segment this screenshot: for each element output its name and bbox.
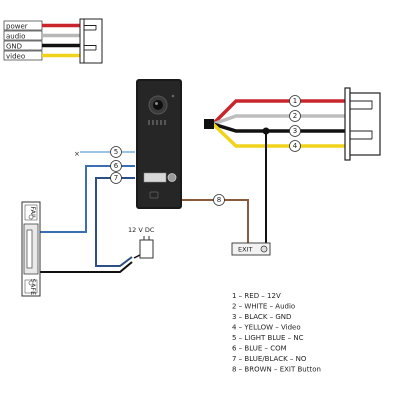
brown-exit-wire (181, 199, 249, 249)
gnd-junction (262, 127, 270, 135)
wire-number-1: 1 (293, 97, 297, 105)
gnd-to-exit-wire (262, 127, 270, 249)
legend-connector (79, 18, 103, 64)
exit-push-icon (260, 245, 268, 253)
monitor-connector (344, 87, 381, 161)
name-plate (143, 172, 167, 183)
lock-safe-label: SAFE (29, 279, 37, 296)
legend-line-7: 7 – BLUE/BLACK – NO (232, 355, 307, 363)
legend-line-2: 2 – WHITE – Audio (232, 303, 295, 311)
legend-line-1: 1 – RED – 12V (232, 292, 281, 300)
wire-number-8: 8 (217, 196, 221, 204)
wire-number-7: 7 (114, 174, 118, 182)
nc-unconnected-mark: × (74, 150, 80, 158)
cable-clamp (204, 119, 214, 129)
exit-button: EXIT (231, 242, 271, 256)
legend-line-8: 8 – BROWN – EXIT Button (232, 366, 321, 374)
power-supply-12v: 12 V DC (128, 226, 155, 259)
rfid-icon (149, 191, 159, 199)
wire-number-5: 5 (114, 148, 118, 156)
legend-line-4: 4 – YELLOW – Video (232, 324, 301, 332)
legend-line-6: 6 – BLUE – COM (232, 345, 287, 353)
legend-gnd-label: GND (6, 43, 22, 51)
lock-fail-label: FAIL (29, 206, 37, 220)
electric-lock: FAIL SAFE (21, 201, 41, 297)
wire-number-3: 3 (293, 127, 297, 135)
wire-number-markers: 1 2 3 4 5 6 7 8 (110, 95, 301, 206)
power-supply-label: 12 V DC (128, 226, 155, 234)
wire-number-6: 6 (114, 162, 119, 170)
legend-line-5: 5 – LIGHT BLUE – NC (232, 334, 304, 342)
wire-number-4: 4 (293, 142, 298, 150)
door-station (136, 79, 182, 209)
call-button[interactable] (167, 173, 177, 182)
main-cable-wires (204, 99, 345, 148)
exit-button-label: EXIT (238, 246, 252, 254)
legend-power-label: power (6, 23, 28, 31)
top-color-legend: power audio GND video (3, 18, 103, 64)
wire-number-2: 2 (293, 112, 297, 120)
legend-line-3: 3 – BLACK – GND (232, 313, 291, 321)
wire-legend: 1 – RED – 12V 2 – WHITE – Audio 3 – BLAC… (232, 292, 321, 374)
legend-video-label: video (6, 53, 25, 61)
legend-audio-label: audio (6, 33, 25, 41)
